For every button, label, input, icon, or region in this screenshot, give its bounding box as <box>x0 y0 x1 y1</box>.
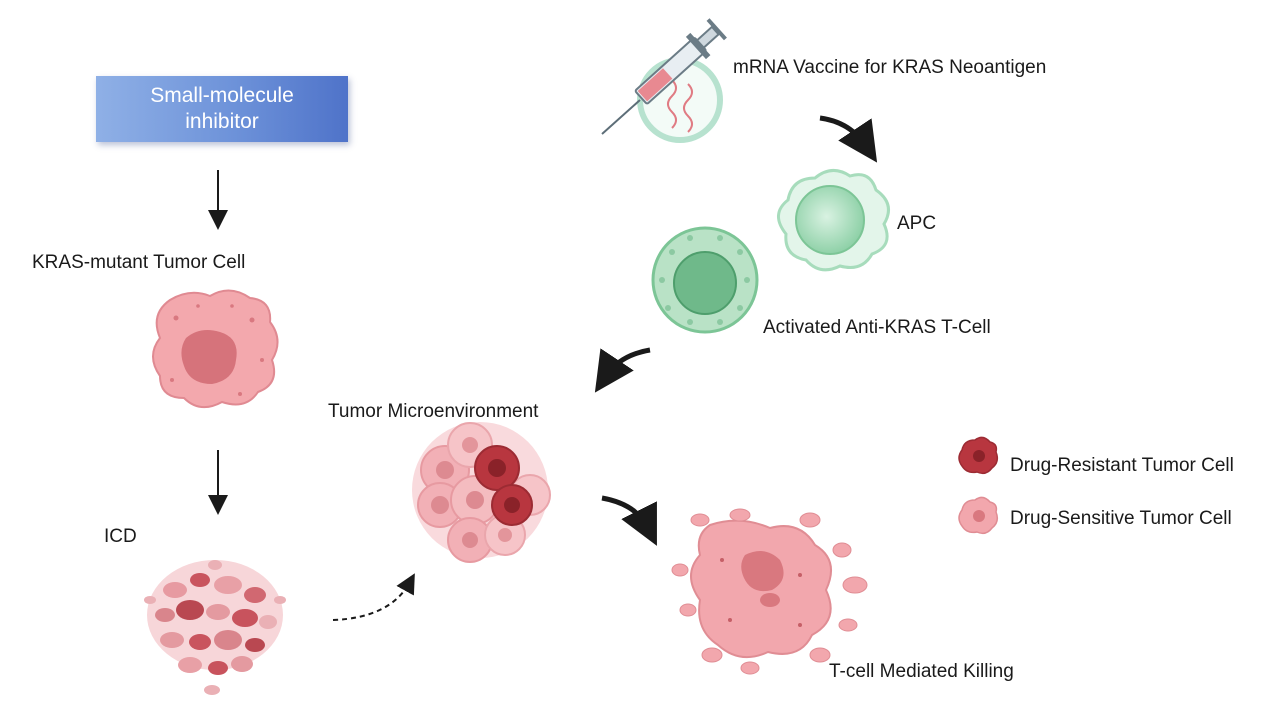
icd-label: ICD <box>104 526 137 547</box>
arrow-vaccine-to-apc <box>819 115 878 163</box>
apc-icon <box>777 169 890 272</box>
vaccine-label: mRNA Vaccine for KRAS Neoantigen <box>733 57 1047 78</box>
legend-sensitive-label: Drug-Sensitive Tumor Cell <box>1010 508 1232 529</box>
apc-label: APC <box>897 213 937 234</box>
legend-resistant-label: Drug-Resistant Tumor Cell <box>1010 455 1234 476</box>
kras-cell-label: KRAS-mutant Tumor Cell <box>32 252 246 273</box>
killed-cells-icon <box>671 508 868 675</box>
legend-resistant-icon <box>958 436 999 475</box>
tcell-icon <box>651 226 759 334</box>
tcell-label: Activated Anti-KRAS T-Cell <box>763 317 991 338</box>
killing-label: T-cell Mediated Killing <box>829 661 1014 682</box>
syringe-icon <box>601 18 727 143</box>
inhibitor-label: Small-molecule inhibitor <box>150 83 294 133</box>
legend-sensitive-icon <box>958 496 999 535</box>
arrow-tme-to-killing <box>601 495 657 546</box>
tme-cluster-icon <box>412 422 551 563</box>
tme-label: Tumor Microenvironment <box>328 401 539 422</box>
arrow-tcell-to-tme <box>594 347 651 393</box>
kras-tumor-cell-icon <box>152 289 279 409</box>
icd-debris-icon <box>144 560 286 695</box>
arrow-icd-to-tme <box>332 573 415 621</box>
inhibitor-box: Small-molecule inhibitor <box>96 76 348 142</box>
